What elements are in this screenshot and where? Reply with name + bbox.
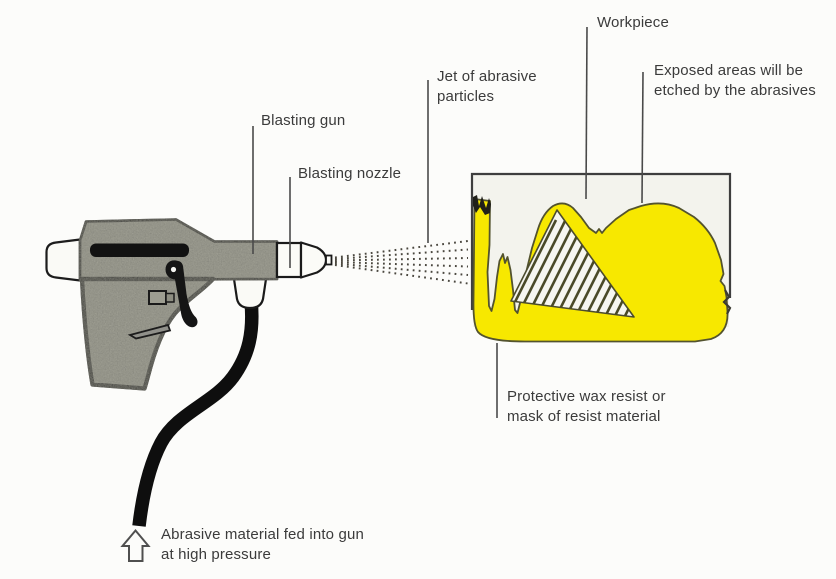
resist-strip-top-marks — [473, 195, 491, 215]
trigger-pivot-dot — [170, 266, 177, 273]
right-edge-smudge — [722, 289, 732, 315]
label-exposed-areas: Exposed areas will be etched by the abra… — [654, 62, 816, 99]
gun-body-slot — [90, 243, 189, 257]
label-blasting-gun: Blasting gun — [261, 112, 346, 129]
blasting-gun-illustration — [45, 218, 333, 527]
gun-valve-nub-tip — [165, 292, 175, 303]
label-abrasive-feed: Abrasive material fed into gun at high p… — [161, 526, 364, 563]
gun-rear-cap — [45, 238, 82, 282]
label-workpiece: Workpiece — [597, 14, 669, 31]
gun-nozzle-base — [275, 241, 303, 279]
up-arrow-icon — [120, 528, 151, 562]
leader-line-workpiece — [585, 26, 588, 200]
workpiece-border — [470, 172, 732, 310]
label-jet-of-abrasive: Jet of abrasive particles — [437, 68, 537, 105]
spray-jet-dots — [334, 240, 469, 285]
gun-trigger — [165, 260, 198, 328]
hose-fitting — [232, 277, 268, 310]
gun-nozzle-tip — [325, 254, 333, 266]
label-protective-wax: Protective wax resist or mask of resist … — [507, 388, 666, 425]
gun-nozzle-cone — [299, 241, 328, 279]
gun-lever-rod — [127, 323, 172, 340]
leader-line-exposed-areas — [641, 71, 644, 204]
label-blasting-nozzle: Blasting nozzle — [298, 165, 402, 182]
gun-hose — [132, 299, 259, 527]
gun-valve-nub — [148, 290, 167, 305]
